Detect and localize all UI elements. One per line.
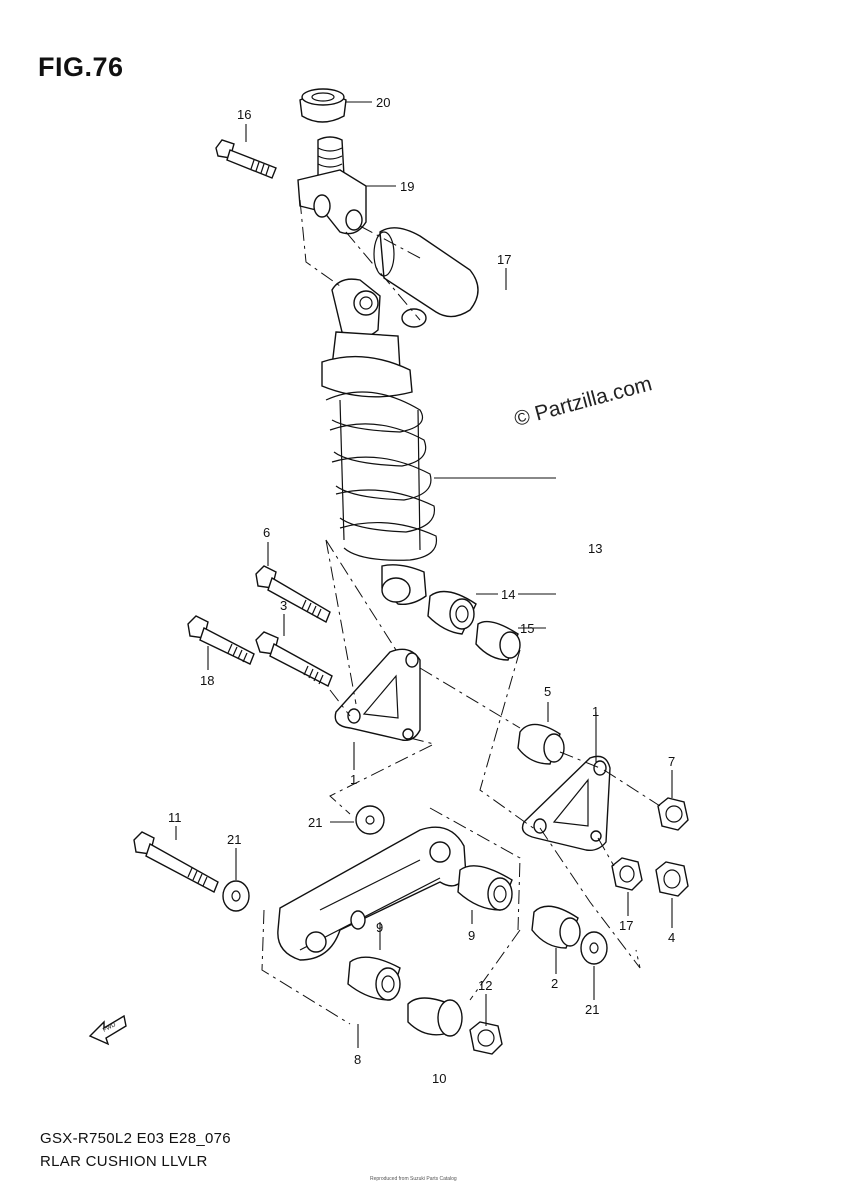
- part-15-collar[interactable]: [475, 620, 521, 661]
- callout-3: 3: [280, 598, 287, 613]
- callout-5: 5: [544, 684, 551, 699]
- part-16-bolt[interactable]: [215, 139, 277, 179]
- part-7-nut[interactable]: [657, 797, 689, 831]
- callout-16: 16: [237, 107, 251, 122]
- callout-9-right: 9: [468, 928, 475, 943]
- part-21-washer-left[interactable]: [222, 880, 250, 912]
- fwd-arrow-icon: FWD: [88, 1014, 127, 1046]
- part-6-bolt[interactable]: [255, 565, 331, 623]
- part-2-spacer[interactable]: [531, 905, 581, 949]
- part-20-bushing[interactable]: [299, 88, 347, 123]
- callout-11: 11: [168, 810, 182, 825]
- callout-4: 4: [668, 930, 675, 945]
- callout-7: 7: [668, 754, 675, 769]
- callout-10: 10: [432, 1071, 446, 1086]
- callout-18: 18: [200, 673, 214, 688]
- callout-15: 15: [520, 621, 534, 636]
- callout-20: 20: [376, 95, 390, 110]
- callout-17-bottom: 17: [619, 918, 633, 933]
- callout-12: 12: [478, 978, 492, 993]
- callout-21-top: 21: [308, 815, 322, 830]
- assembly-lines: [261, 199, 661, 1025]
- callout-21-left: 21: [227, 832, 241, 847]
- callout-2: 2: [551, 976, 558, 991]
- part-19-upper-mount[interactable]: [297, 136, 367, 235]
- callout-17: 17: [497, 252, 511, 267]
- callout-1-right: 1: [592, 704, 599, 719]
- callout-6: 6: [263, 525, 270, 540]
- part-12-nut[interactable]: [469, 1021, 503, 1055]
- leader-lines: [175, 101, 673, 1048]
- part-11-bolt[interactable]: [133, 831, 219, 893]
- callout-21-right: 21: [585, 1002, 599, 1017]
- part-4-nut[interactable]: [655, 861, 689, 897]
- part-8-link-arm[interactable]: [277, 826, 513, 1001]
- callout-1-left: 1: [350, 772, 357, 787]
- part-18-bolt[interactable]: [187, 615, 255, 665]
- figure-title: FIG.76: [38, 52, 124, 82]
- part-1-right-bracket[interactable]: [521, 755, 611, 852]
- callout-9-left: 9: [376, 920, 383, 935]
- part-10-collar[interactable]: [407, 997, 463, 1037]
- part-14-collar[interactable]: [427, 590, 477, 635]
- callout-19: 19: [400, 179, 414, 194]
- callout-8: 8: [354, 1052, 361, 1067]
- part-17-nut-bottom[interactable]: [611, 857, 643, 891]
- part-13-rear-shock[interactable]: [321, 227, 479, 606]
- part-1-left-bracket[interactable]: [334, 648, 421, 741]
- callout-labels: 20 16 19 17 13 6 14 3 15 18 5 1 1 7 21 1…: [168, 95, 675, 1086]
- footer-small-print: Reproduced from Suzuki Parts Catalog: [370, 1176, 457, 1182]
- part-5-spacer[interactable]: [517, 723, 565, 765]
- footer-section-name: RLAR CUSHION LLVLR: [40, 1153, 208, 1170]
- part-21-washer-top[interactable]: [355, 805, 385, 835]
- part-21-washer-right[interactable]: [580, 931, 608, 965]
- part-3-bolt[interactable]: [255, 631, 333, 687]
- callout-14: 14: [501, 587, 515, 602]
- callout-13: 13: [588, 541, 602, 556]
- footer-model-code: GSX-R750L2 E03 E28_076: [40, 1130, 231, 1147]
